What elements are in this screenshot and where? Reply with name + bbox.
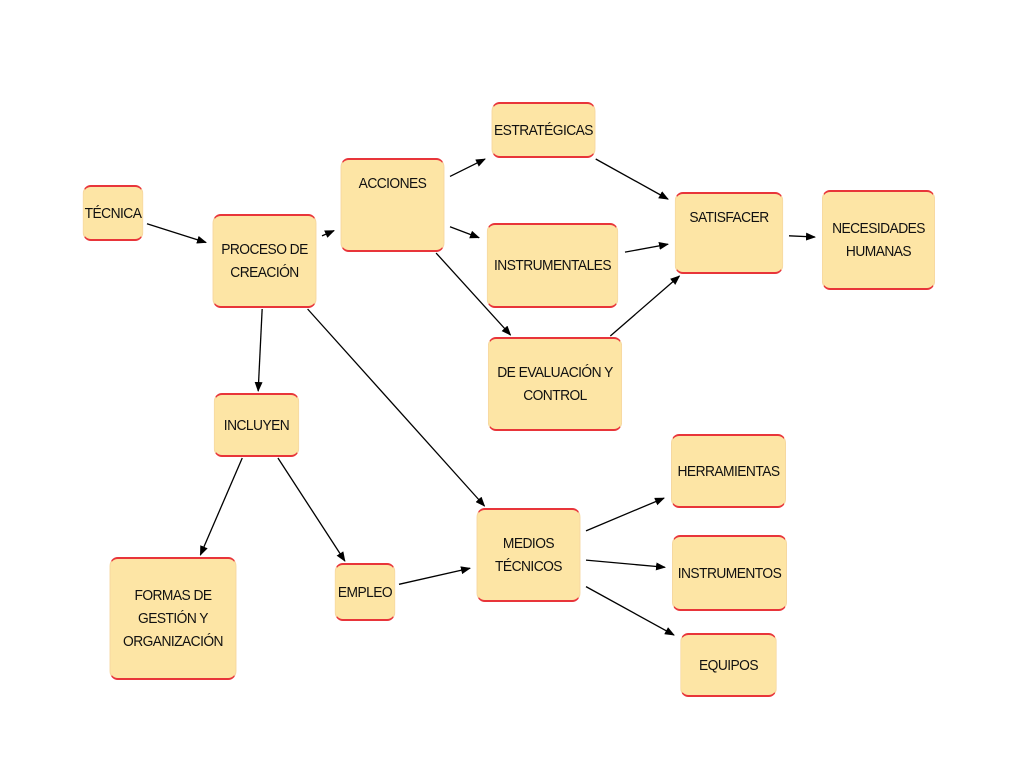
node-instrumentos: INSTRUMENTOS [672,535,787,611]
arrow-empleo-to-medios [398,566,471,585]
node-estrategicas: ESTRATÉGICAS [491,102,596,158]
node-empleo: EMPLEO [334,563,396,621]
arrow-estrategicas-to-satisfacer [595,158,669,200]
node-acciones: ACCIONES [340,158,445,252]
arrow-proceso-to-acciones [321,229,335,238]
arrow-acciones-to-instrumentales [449,226,480,239]
arrow-incluyen-to-formas [199,457,243,556]
node-proceso-de-creacion: PROCESO DE CREACIÓN [212,214,317,308]
node-satisfacer: SATISFACER [674,192,784,274]
arrow-acciones-to-evaluacion [435,252,512,336]
node-necesidades-humanas: NECESIDADES HUMANAS [821,190,936,290]
arrow-incluyen-to-empleo [277,457,346,562]
arrow-proceso-to-incluyen [254,308,263,392]
arrow-acciones-to-estrategicas [449,158,486,178]
node-de-evaluacion-y-control: DE EVALUACIÓN Y CONTROL [487,337,623,431]
arrow-medios-to-instrumentos [585,559,666,571]
arrow-medios-to-herramientas [585,497,665,532]
node-medios-tecnicos: MEDIOS TÉCNICOS [476,508,581,602]
arrow-evaluacion-to-satisfacer [609,275,681,337]
node-formas-de-gestion-y-organizacion: FORMAS DE GESTIÓN Y ORGANIZACIÓN [109,557,237,680]
node-tecnica: TÉCNICA [82,185,144,241]
arrow-satisfacer-to-necesidades [788,232,816,241]
node-instrumentales: INSTRUMENTALES [486,223,619,308]
node-herramientas: HERRAMIENTAS [671,434,786,508]
arrow-medios-to-equipos [585,586,675,636]
arrow-proceso-to-medios [307,308,486,507]
arrow-instrumentales-to-satisfacer [624,241,669,253]
node-equipos: EQUIPOS [680,633,777,697]
arrow-tecnica-to-proceso [146,223,207,244]
node-incluyen: INCLUYEN [213,393,300,457]
